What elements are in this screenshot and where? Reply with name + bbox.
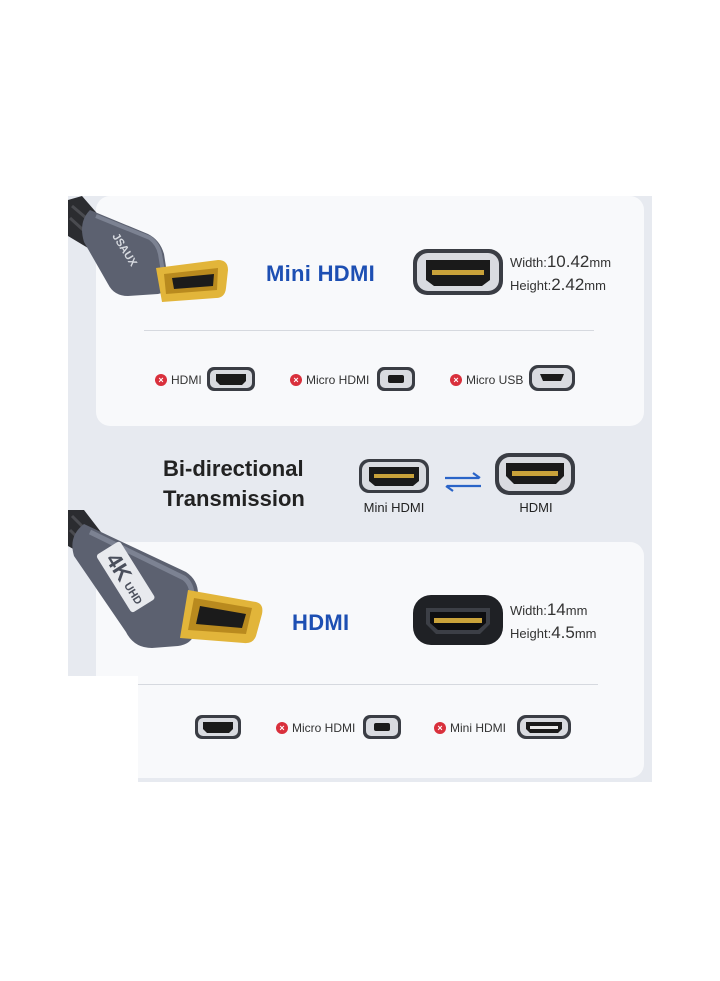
hdmi-height: Height:4.5mm: [510, 623, 597, 642]
bidi-left-label: Mini HDMI: [363, 500, 425, 515]
bottom-divider: [128, 684, 598, 685]
x-icon: ×: [155, 374, 167, 386]
mini-hdmi-port-small-icon-bottom: [517, 715, 571, 739]
hdmi-port-medium-icon: [495, 453, 575, 495]
micro-hdmi-port-small-icon: [377, 367, 415, 391]
mini-hdmi-width: Width:10.42mm: [510, 252, 612, 271]
x-icon: ×: [290, 374, 302, 386]
white-patch: [68, 676, 138, 782]
bidi-right-label: HDMI: [519, 500, 553, 515]
mini-hdmi-cable-image: JSAUX: [68, 196, 228, 302]
bidirectional-heading: Bi-directional Transmission: [163, 456, 305, 511]
micro-usb-port-small-icon: [529, 365, 575, 391]
x-icon: ×: [276, 722, 288, 734]
top-divider: [144, 330, 594, 331]
x-icon: ×: [434, 722, 446, 734]
micro-hdmi-port-small-icon-bottom: [363, 715, 401, 739]
incompatible-mini-hdmi-label-bottom: × Mini HDMI: [434, 721, 506, 735]
mini-hdmi-title: Mini HDMI: [266, 261, 376, 286]
hdmi-cable-image: 4K UHD: [68, 510, 263, 648]
incompatible-micro-usb-label: × Micro USB: [450, 373, 523, 387]
hdmi-width: Width:14mm: [510, 600, 588, 619]
product-infographic: JSAUX Mini HDMI Width:10.42mm Height:2.4…: [68, 196, 652, 782]
mini-hdmi-port-icon: [413, 249, 503, 295]
hdmi-port-small-icon-bottom: [195, 715, 241, 739]
hdmi-port-icon: [413, 595, 503, 645]
incompatible-micro-hdmi-label: × Micro HDMI: [290, 373, 369, 387]
mini-hdmi-height: Height:2.42mm: [510, 275, 606, 294]
bidirectional-arrows-icon: [445, 472, 481, 492]
incompatible-micro-hdmi-label-bottom: × Micro HDMI: [276, 721, 355, 735]
mini-hdmi-port-medium-icon: [359, 459, 429, 493]
incompatible-hdmi-label: × HDMI: [155, 373, 202, 387]
hdmi-title: HDMI: [292, 610, 350, 635]
x-icon: ×: [450, 374, 462, 386]
hdmi-port-small-icon: [207, 367, 255, 391]
